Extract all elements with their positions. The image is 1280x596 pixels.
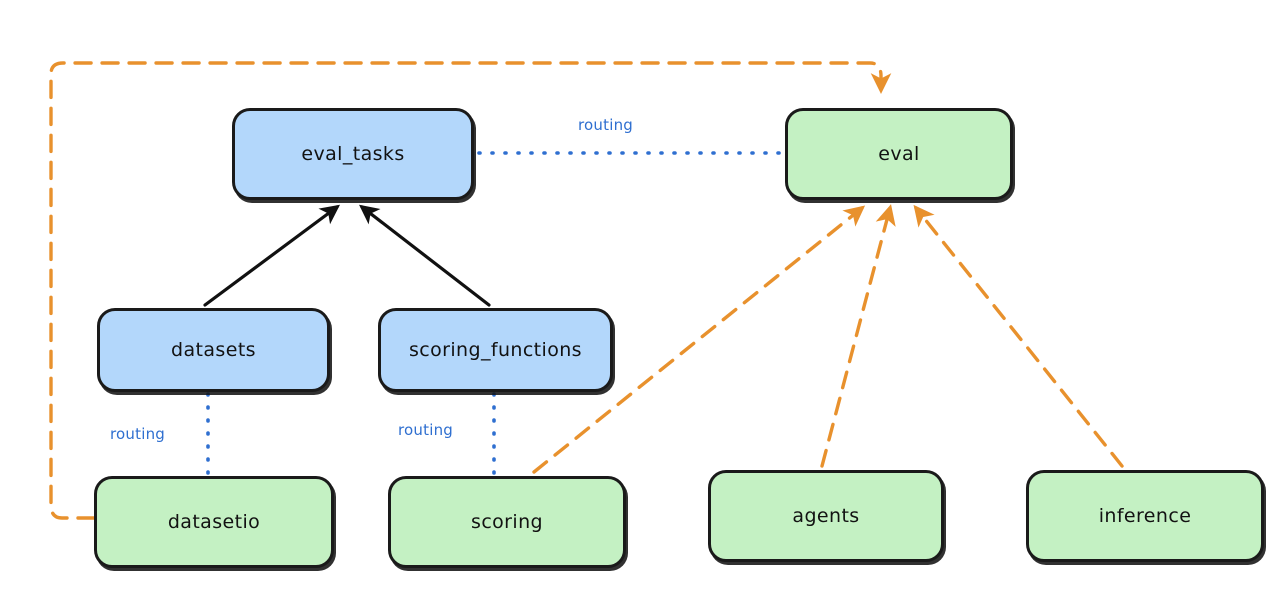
- node-datasets[interactable]: datasets: [97, 308, 330, 392]
- node-scoring[interactable]: scoring: [388, 476, 626, 568]
- node-datasetio[interactable]: datasetio: [94, 476, 334, 568]
- node-label-scoring-functions: scoring_functions: [409, 339, 582, 361]
- edge-label-routing-datasetio: routing: [110, 425, 165, 443]
- edge-scoring_functions-eval_tasks: [359, 204, 491, 307]
- node-label-datasetio: datasetio: [167, 511, 261, 533]
- node-label-scoring: scoring: [471, 511, 543, 533]
- edge-label-routing-scoring: routing: [398, 421, 453, 439]
- node-scoring-functions[interactable]: scoring_functions: [378, 308, 613, 392]
- node-label-inference: inference: [1098, 505, 1192, 527]
- node-agents[interactable]: agents: [708, 470, 944, 562]
- edge-label-routing-eval: routing: [578, 116, 633, 134]
- edge-datasets-eval_tasks: [203, 204, 340, 307]
- node-eval-tasks[interactable]: eval_tasks: [232, 108, 474, 200]
- node-label-eval: eval: [878, 143, 920, 165]
- edge-datasetio-eval: [49, 61, 892, 520]
- edge-scoring-eval: [532, 205, 866, 474]
- node-inference[interactable]: inference: [1026, 470, 1264, 562]
- edge-inference-eval: [913, 204, 1124, 468]
- node-eval[interactable]: eval: [785, 108, 1013, 200]
- node-label-datasets: datasets: [171, 339, 256, 361]
- node-label-eval-tasks: eval_tasks: [301, 143, 405, 165]
- node-label-agents: agents: [792, 505, 860, 527]
- edge-agents-eval: [820, 204, 896, 468]
